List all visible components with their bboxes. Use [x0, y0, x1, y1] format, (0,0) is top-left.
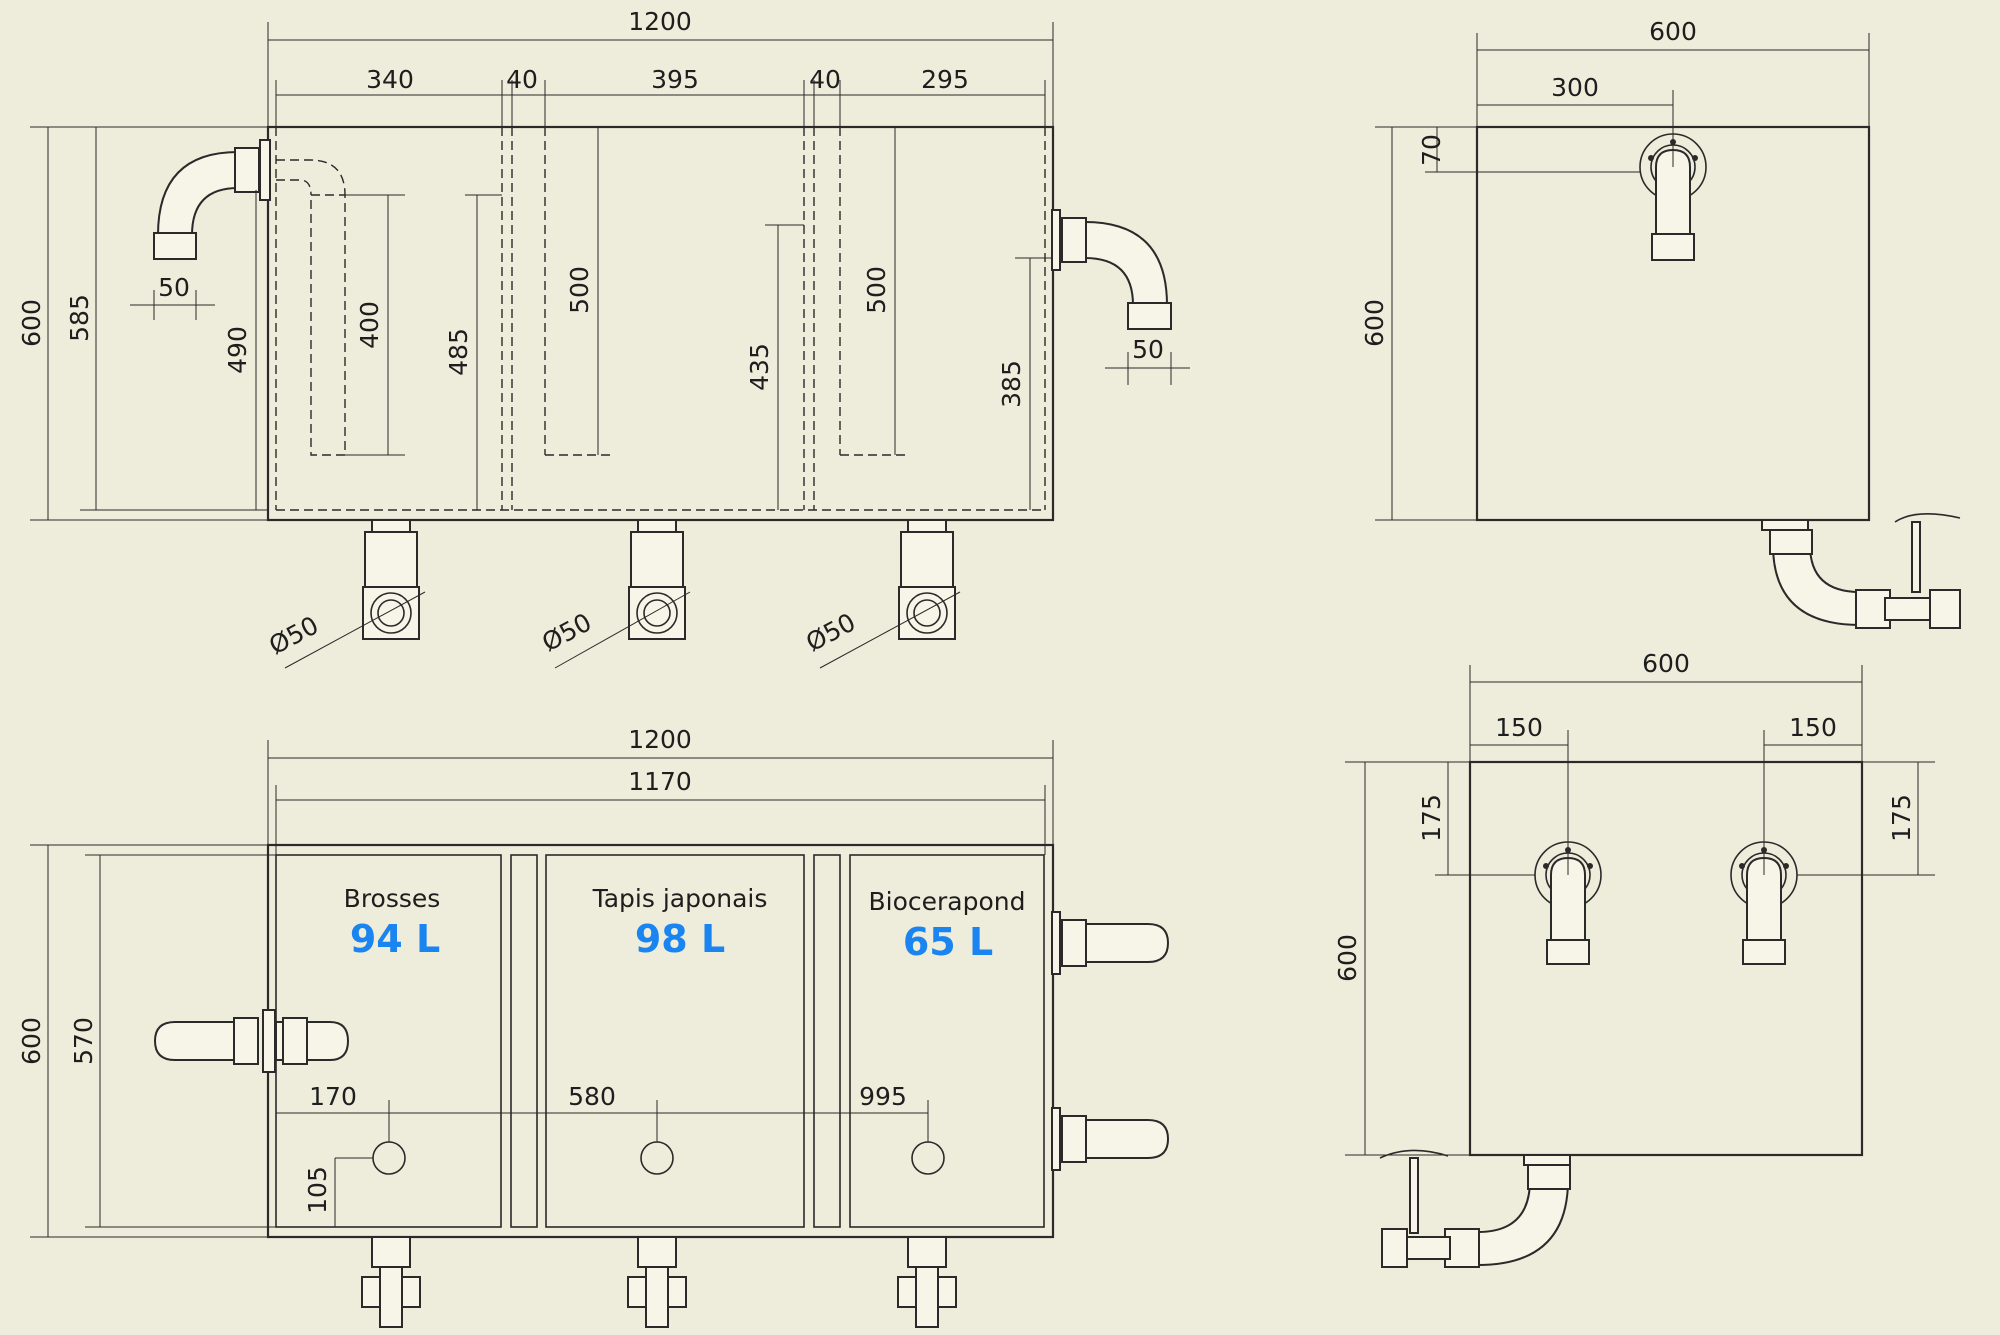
- valve-stub-3: [897, 1236, 957, 1328]
- compartment-3-name: Biocerapond: [869, 887, 1026, 916]
- dim-front-40b: 40: [809, 65, 841, 94]
- inlet-elbow: [153, 139, 271, 260]
- drain-hole-3: [911, 1141, 945, 1175]
- dim-top-995: 995: [859, 1082, 907, 1111]
- dim-drain-1: Ø50: [264, 611, 323, 661]
- dim-top-600: 600: [17, 1017, 46, 1065]
- outlet-pipe-top-2: [1051, 1107, 1170, 1171]
- dim-front-600: 600: [17, 299, 46, 347]
- dim-side-l-600w: 600: [1642, 649, 1690, 678]
- dim-side-r-600h: 600: [1360, 299, 1389, 347]
- dim-top-170: 170: [309, 1082, 357, 1111]
- dim-front-400: 400: [355, 301, 384, 349]
- dim-drain-3: Ø50: [801, 608, 860, 658]
- dim-front-40a: 40: [506, 65, 538, 94]
- dim-side-l-150a: 150: [1495, 713, 1543, 742]
- dim-front-295: 295: [921, 65, 969, 94]
- compartment-1-volume: 94 L: [350, 917, 440, 961]
- compartment-tapis: [545, 854, 805, 1228]
- front-view: 1200 340 40 395 40 295 600 585 490 50: [17, 7, 1190, 669]
- dim-front-inlet-50: 50: [158, 273, 190, 302]
- drain-valve-2: [628, 519, 686, 640]
- side-right-drain: [1761, 513, 1961, 629]
- dim-side-l-175b: 175: [1887, 794, 1916, 842]
- dim-top-105: 105: [303, 1166, 332, 1214]
- dim-front-395: 395: [651, 65, 699, 94]
- side-view-right: 600 300 70 600: [1360, 17, 1961, 629]
- inlet-pipe-top: [153, 1009, 350, 1073]
- compartment-2-name: Tapis japonais: [592, 884, 768, 913]
- dim-side-l-600h: 600: [1333, 934, 1362, 982]
- drain-valve-3: [898, 519, 956, 640]
- dim-top-1170: 1170: [628, 767, 692, 796]
- dim-top-1200: 1200: [628, 725, 692, 754]
- dim-top-580: 580: [568, 1082, 616, 1111]
- top-view: Brosses 94 L Tapis japonais 98 L Biocera…: [17, 725, 1170, 1328]
- outlet-elbow: [1051, 209, 1172, 330]
- side-view-left: 600 150 150 175 175 600: [1333, 649, 1935, 1268]
- dim-side-r-70: 70: [1417, 134, 1446, 166]
- side-left-outline: [1468, 760, 1864, 1157]
- dim-side-l-175a: 175: [1417, 794, 1446, 842]
- dim-front-340: 340: [366, 65, 414, 94]
- dim-front-435: 435: [745, 343, 774, 391]
- dim-front-500b: 500: [862, 266, 891, 314]
- dim-top-570: 570: [69, 1017, 98, 1065]
- drain-valve-1: [362, 519, 420, 640]
- outlet-pipe-top-1: [1051, 911, 1170, 975]
- compartment-biocerapond: [849, 854, 1045, 1228]
- dim-front-485: 485: [444, 328, 473, 376]
- front-tank-outline: [266, 125, 1055, 522]
- compartment-1-name: Brosses: [344, 884, 441, 913]
- dim-side-r-300: 300: [1551, 73, 1599, 102]
- dim-front-500a: 500: [565, 266, 594, 314]
- dim-side-r-600w: 600: [1649, 17, 1697, 46]
- dim-front-385: 385: [997, 360, 1026, 408]
- valve-stub-2: [627, 1236, 687, 1328]
- dim-front-1200: 1200: [628, 7, 692, 36]
- compartment-3-volume: 65 L: [903, 920, 993, 964]
- compartment-2-volume: 98 L: [635, 917, 725, 961]
- side-left-drain: [1379, 1149, 1571, 1268]
- dim-front-585: 585: [65, 294, 94, 342]
- drain-hole-2: [640, 1141, 674, 1175]
- dim-side-l-150b: 150: [1789, 713, 1837, 742]
- valve-stub-1: [361, 1236, 421, 1328]
- dim-front-490: 490: [223, 326, 252, 374]
- drain-hole-1: [372, 1141, 406, 1175]
- dim-front-outlet-50: 50: [1132, 335, 1164, 364]
